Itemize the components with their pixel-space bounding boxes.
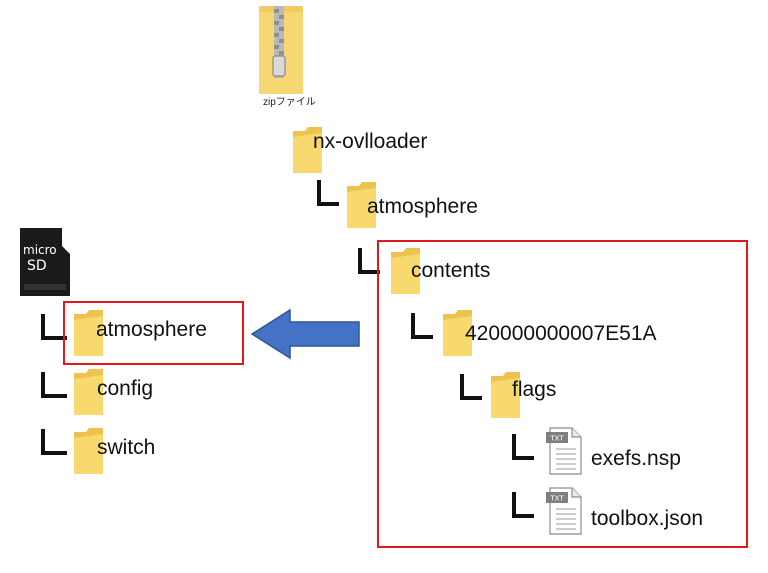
tree-connector xyxy=(358,248,380,274)
text-file-icon: TXT xyxy=(546,487,582,535)
folder-label-contents: contents xyxy=(411,259,491,282)
folder-label-nx-ovlloader: nx-ovlloader xyxy=(313,130,428,153)
zip-file-icon xyxy=(259,6,303,94)
tree-connector xyxy=(512,434,534,460)
folder-icon xyxy=(291,125,324,175)
svg-text:TXT: TXT xyxy=(549,495,564,503)
folder-icon xyxy=(389,246,422,296)
folder-label-atmosphere-sd: atmosphere xyxy=(96,318,207,341)
tree-connector xyxy=(512,492,534,518)
svg-text:micro: micro xyxy=(23,243,57,257)
folder-label-flags: flags xyxy=(512,378,557,401)
folder-icon xyxy=(72,426,105,476)
tree-connector xyxy=(411,313,433,339)
tree-connector xyxy=(41,314,67,340)
source-highlight-box xyxy=(377,240,748,548)
svg-text:SD: SD xyxy=(27,258,47,274)
folder-icon xyxy=(489,370,522,420)
tree-connector xyxy=(41,429,67,455)
folder-label-switch: switch xyxy=(97,436,156,459)
text-file-icon: TXT xyxy=(546,427,582,475)
folder-icon xyxy=(72,308,105,358)
svg-text:TXT: TXT xyxy=(549,435,564,443)
arrow-left-icon xyxy=(250,308,362,360)
folder-icon xyxy=(72,367,105,417)
destination-highlight-box xyxy=(63,301,244,365)
file-label-exefs: exefs.nsp xyxy=(591,447,681,470)
folder-label-title-id: 420000000007E51A xyxy=(465,322,657,345)
tree-connector xyxy=(460,374,482,400)
tree-connector xyxy=(41,372,67,398)
zip-file-label: zipファイル xyxy=(263,97,316,108)
micro-sd-card-icon: micro SD xyxy=(18,226,72,298)
folder-icon xyxy=(345,180,378,230)
file-label-toolbox: toolbox.json xyxy=(591,507,704,530)
folder-label-config: config xyxy=(97,377,154,400)
folder-label-atmosphere-source: atmosphere xyxy=(367,195,478,218)
tree-connector xyxy=(317,180,339,206)
folder-icon xyxy=(441,308,474,358)
